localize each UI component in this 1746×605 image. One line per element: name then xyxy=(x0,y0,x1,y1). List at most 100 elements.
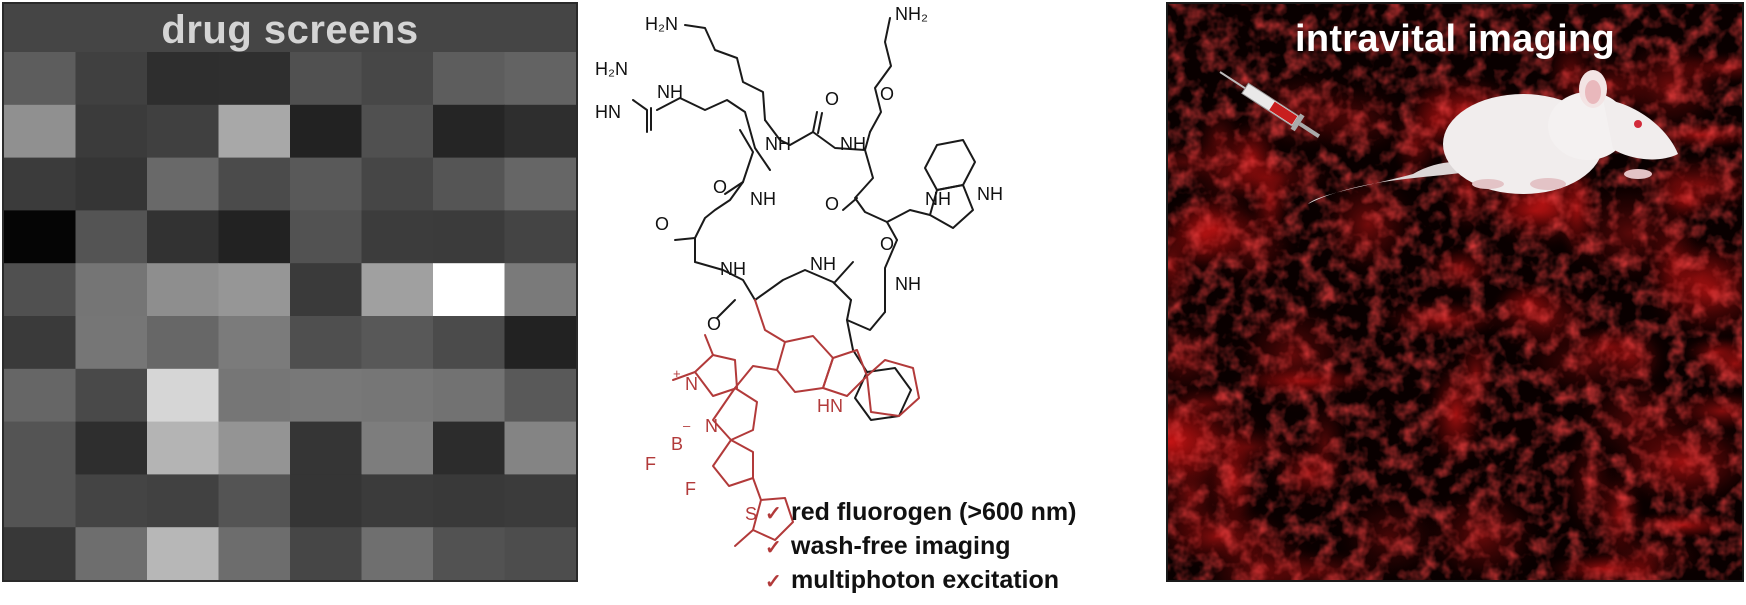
check-icon: ✓ xyxy=(765,503,782,525)
atom-guanidine-nh2: H₂N xyxy=(595,59,628,79)
heatmap-cell xyxy=(147,52,219,106)
heatmap-cell xyxy=(361,527,434,580)
heatmap-cell xyxy=(75,104,148,159)
heatmap-cell xyxy=(290,157,362,211)
atom-o-6: O xyxy=(655,214,669,234)
heatmap-cell xyxy=(504,210,576,264)
heatmap-cell xyxy=(290,104,362,159)
heatmap-cell xyxy=(504,421,576,475)
heatmap-cell xyxy=(290,421,362,475)
atom-amine-2: NH₂ xyxy=(895,4,928,24)
atom-nh-6: NH xyxy=(810,254,836,274)
heatmap-cell xyxy=(433,368,505,423)
feature-item: ✓ red fluorogen (>600 nm) xyxy=(765,495,1076,529)
heatmap-cell xyxy=(433,263,505,317)
feature-item: ✓ multiphoton excitation xyxy=(765,563,1076,597)
atom-o-2: O xyxy=(880,84,894,104)
heatmap-cell xyxy=(147,421,219,475)
atom-nh-indole: NH xyxy=(977,184,1003,204)
heatmap-cell xyxy=(147,104,219,159)
drug-screens-panel: drug screens xyxy=(2,2,578,582)
feature-text: multiphoton excitation xyxy=(791,566,1060,594)
heatmap-cell xyxy=(147,157,219,211)
heatmap-cell xyxy=(433,104,505,159)
atom-o-1: O xyxy=(825,89,839,109)
heatmap-cell xyxy=(75,210,148,264)
charge-minus: – xyxy=(683,418,691,433)
atom-amine-1: H₂N xyxy=(645,14,678,34)
heatmap-cell xyxy=(361,263,434,317)
feature-list: ✓red fluorogen (>600 nm) ✓wash-free imag… xyxy=(765,495,1076,597)
intravital-imaging-title: intravital imaging xyxy=(1294,18,1615,60)
heatmap-cell xyxy=(290,210,362,264)
atom-n-red: N xyxy=(705,416,718,436)
heatmap-cell xyxy=(290,474,362,528)
heatmap-cell xyxy=(433,210,505,264)
heatmap-cell xyxy=(4,52,76,106)
charge-plus: + xyxy=(673,366,681,381)
peptide-probe-structure: H₂N NH₂ H₂N HN NH NH NH NH NH NH NH NH N… xyxy=(585,0,1160,600)
heatmap-cell xyxy=(361,210,434,264)
heatmap-cell xyxy=(4,263,76,317)
heatmap-cell xyxy=(361,368,434,423)
heatmap-cell xyxy=(4,104,76,159)
heatmap-cell xyxy=(4,316,76,370)
heatmap-cell xyxy=(433,474,505,528)
atom-hn-red: HN xyxy=(817,396,843,416)
heatmap-cell xyxy=(218,474,291,528)
heatmap-cell xyxy=(147,474,219,528)
heatmap-cell xyxy=(504,527,576,580)
heatmap-cell xyxy=(75,52,148,106)
heatmap-cell xyxy=(504,157,576,211)
atom-nh-arg: NH xyxy=(657,82,683,102)
heatmap-cell xyxy=(4,474,76,528)
heatmap-cell xyxy=(361,316,434,370)
atom-nh-1: NH xyxy=(765,134,791,154)
heatmap-cell xyxy=(4,210,76,264)
heatmap-cell xyxy=(433,316,505,370)
heatmap-cell xyxy=(218,52,291,106)
atom-n-plus: N xyxy=(685,374,698,394)
atom-sulfur: S xyxy=(745,504,757,524)
feature-item: ✓wash-free imaging xyxy=(765,529,1076,563)
feature-text: red fluorogen (>600 nm) xyxy=(791,498,1077,526)
heatmap-cell xyxy=(218,263,291,317)
heatmap-cell xyxy=(147,210,219,264)
atom-fluorine-2: F xyxy=(685,479,696,499)
heatmap-cell xyxy=(4,527,76,580)
heatmap-cell xyxy=(218,104,291,159)
heatmap-cell xyxy=(433,527,505,580)
heatmap-cell xyxy=(504,316,576,370)
peptide-backbone xyxy=(632,17,976,421)
heatmap-cell xyxy=(504,104,576,159)
atom-nh-3: NH xyxy=(750,189,776,209)
atom-guanidine-hn: HN xyxy=(595,102,621,122)
heatmap-cell xyxy=(290,52,362,106)
heatmap-cell xyxy=(218,368,291,423)
heatmap-cell xyxy=(218,157,291,211)
heatmap-cell xyxy=(147,527,219,580)
heatmap-cell xyxy=(75,527,148,580)
heatmap-cell xyxy=(361,104,434,159)
check-icon: ✓ xyxy=(765,571,782,593)
heatmap-cell xyxy=(4,157,76,211)
heatmap-cell xyxy=(75,474,148,528)
heatmap-cell xyxy=(75,263,148,317)
atom-nh-5: NH xyxy=(720,259,746,279)
structure-drawing: H₂N NH₂ H₂N HN NH NH NH NH NH NH NH NH N… xyxy=(595,4,1003,547)
heatmap-cell xyxy=(433,421,505,475)
heatmap-cell xyxy=(361,421,434,475)
heatmap-cell xyxy=(361,474,434,528)
heatmap-cell xyxy=(290,316,362,370)
heatmap-cell xyxy=(218,421,291,475)
heatmap-cell xyxy=(75,157,148,211)
heatmap-cell xyxy=(4,421,76,475)
heatmap-cell xyxy=(75,316,148,370)
heatmap-cell xyxy=(147,263,219,317)
atom-nh-4: NH xyxy=(925,189,951,209)
tissue-fluorescence-image xyxy=(1168,4,1742,580)
atom-o-5: O xyxy=(880,234,894,254)
feature-text: wash-free imaging xyxy=(791,532,1011,560)
heatmap-cell xyxy=(147,316,219,370)
drug-screens-title: drug screens xyxy=(161,8,419,52)
